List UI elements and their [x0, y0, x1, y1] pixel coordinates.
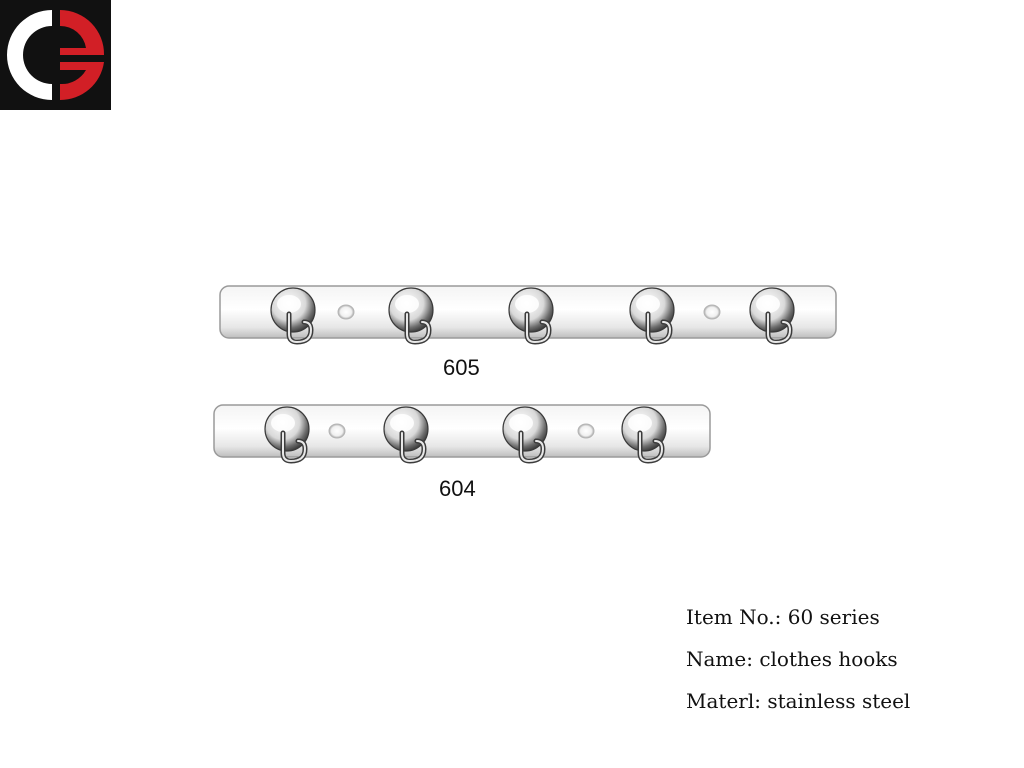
robe-hook-icon [508, 287, 554, 345]
robe-hook-icon [383, 406, 429, 464]
robe-hook-icon [388, 287, 434, 345]
spec-block: Item No.: 60 series Name: clothes hooks … [686, 604, 910, 730]
robe-hook-icon [502, 406, 548, 464]
screw-hole-icon [328, 423, 346, 439]
rail-plate [213, 404, 711, 458]
screw-hole-icon [337, 304, 355, 320]
spec-name: Name: clothes hooks [686, 647, 898, 671]
spec-material: Materl: stainless steel [686, 689, 911, 713]
robe-hook-icon [270, 287, 316, 345]
ce-logo-icon [0, 0, 111, 110]
robe-hook-icon [749, 287, 795, 345]
screw-hole-icon [703, 304, 721, 320]
rail-plate [219, 285, 837, 339]
robe-hook-icon [264, 406, 310, 464]
screw-hole-icon [577, 423, 595, 439]
robe-hook-icon [629, 287, 675, 345]
model-label-605: 605 [443, 355, 480, 380]
model-label-604: 604 [439, 476, 476, 501]
hook-rail-604 [213, 404, 711, 464]
robe-hook-icon [621, 406, 667, 464]
hook-rail-605 [219, 285, 837, 345]
spec-item-number: Item No.: 60 series [686, 605, 880, 629]
